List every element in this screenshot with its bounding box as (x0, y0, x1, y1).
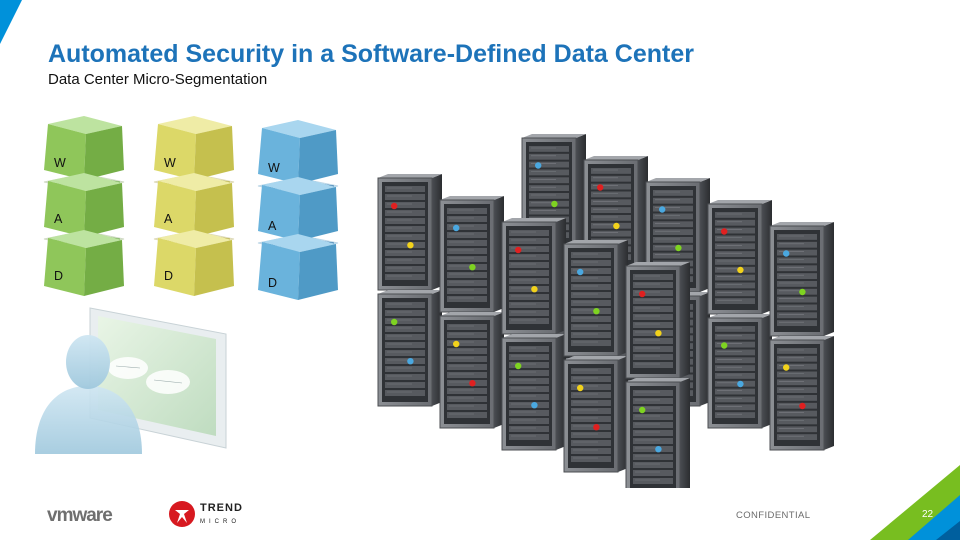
svg-text:TREND: TREND (200, 502, 243, 514)
tier-label-web: W (54, 156, 66, 170)
yellow-cube-icon (154, 173, 234, 237)
yellow-cube-icon (154, 116, 234, 180)
trend-micro-logo: TREND MICRO (168, 497, 258, 531)
tier-stack-yellow: W A D (148, 116, 240, 310)
blue-cube-icon (258, 234, 338, 300)
tier-label-db: D (54, 269, 63, 283)
confidential-label: CONFIDENTIAL (736, 510, 810, 521)
tier-label-app: A (164, 212, 173, 226)
vmware-logo: vmware (47, 504, 142, 526)
green-cube-icon (44, 230, 124, 296)
admin-workstation (30, 306, 245, 456)
tier-stack-blue: W A D (252, 120, 344, 314)
server-rack-icon (770, 336, 834, 450)
server-rack-icon (440, 196, 504, 312)
tier-label-db: D (268, 276, 277, 290)
server-racks (372, 108, 872, 488)
server-rack-icon (378, 174, 442, 290)
server-rack-icon (564, 356, 628, 472)
server-rack-icon (564, 240, 628, 356)
server-rack-icon (378, 290, 442, 406)
tier-label-web: W (164, 156, 176, 170)
server-rack-icon (502, 334, 566, 450)
server-rack-icon (626, 262, 690, 378)
svg-text:vmware: vmware (47, 505, 112, 526)
page-number: 22 (922, 509, 933, 520)
tier-label-app: A (54, 212, 63, 226)
tier-label-web: W (268, 161, 280, 175)
server-rack-icon (708, 200, 772, 314)
server-rack-icon (708, 314, 772, 428)
svg-text:MICRO: MICRO (200, 519, 240, 525)
tier-stack-green: W A D (38, 116, 130, 310)
tier-label-db: D (164, 269, 173, 283)
green-cube-icon (44, 116, 124, 180)
slide-subtitle: Data Center Micro-Segmentation (48, 71, 267, 88)
tier-label-app: A (268, 219, 277, 233)
green-cube-icon (44, 173, 124, 237)
slide-title: Automated Security in a Software-Defined… (48, 40, 694, 69)
server-rack-icon (440, 312, 504, 428)
server-rack-icon (770, 222, 834, 336)
yellow-cube-icon (154, 230, 234, 296)
server-rack-icon (502, 218, 566, 334)
server-rack-icon (626, 378, 690, 488)
